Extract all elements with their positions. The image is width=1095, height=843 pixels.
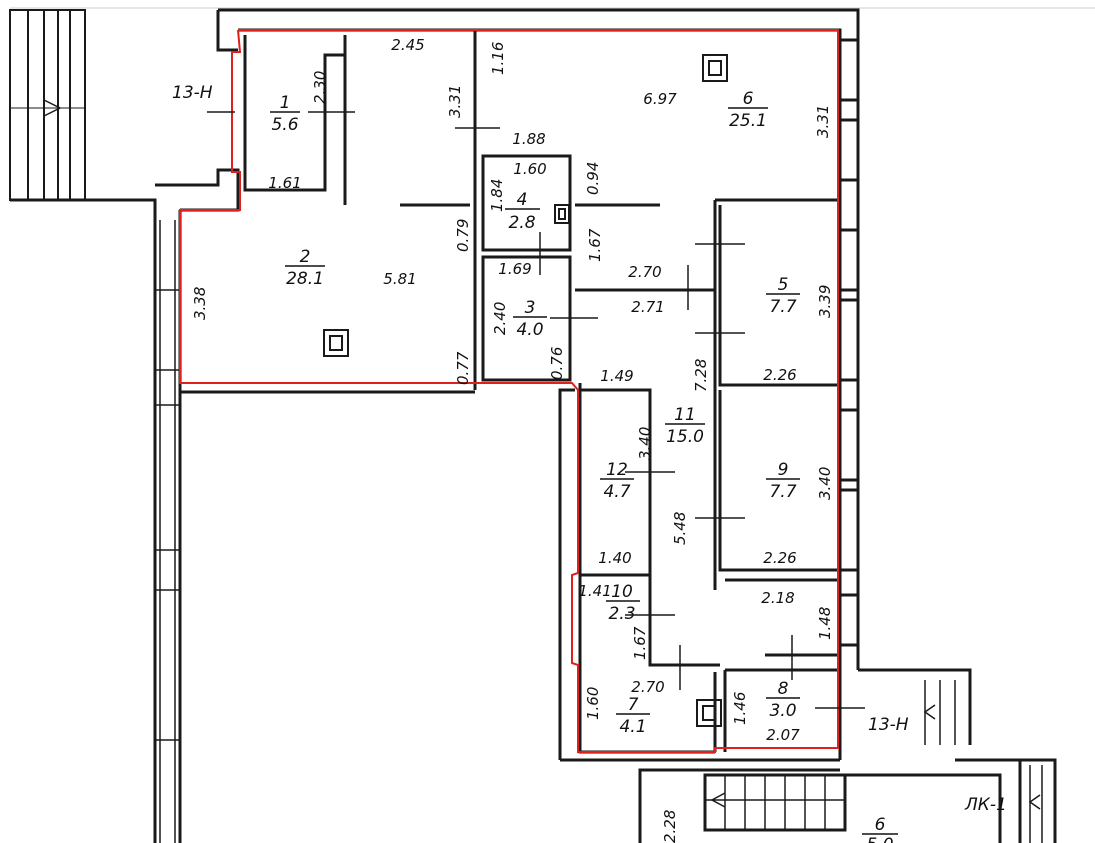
dim-697: 6.97 — [643, 90, 677, 108]
unit-boundary — [179, 29, 839, 753]
dim-228: 2.28 — [661, 810, 679, 843]
room-10-area: 2.3 — [608, 604, 635, 624]
dim-077: 0.77 — [454, 351, 472, 385]
dim-160b: 1.60 — [584, 687, 602, 720]
dim-270b: 2.70 — [631, 678, 664, 696]
dim-149: 1.49 — [600, 367, 633, 385]
room-6-number: 6 — [743, 89, 754, 109]
room-8-area: 3.0 — [769, 701, 796, 721]
room-6b-number: 6 — [875, 815, 886, 835]
dim-140: 1.40 — [598, 549, 631, 567]
dim-245: 2.45 — [391, 36, 424, 54]
dim-141: 1.41 — [578, 582, 611, 600]
dim-094: 0.94 — [584, 162, 602, 195]
unit-label-bottom-right: 13-Н — [868, 715, 909, 735]
bottom-staircase — [705, 680, 1043, 843]
room-11-area: 15.0 — [666, 427, 704, 447]
vent-icons — [323, 54, 728, 727]
unit-label-top-left: 13-Н — [172, 83, 213, 103]
room-1-number: 1 — [280, 93, 291, 113]
room-11-number: 11 — [674, 405, 696, 425]
room-2-number: 2 — [300, 247, 311, 267]
room-10-number: 10 — [611, 582, 633, 602]
room-4-number: 4 — [517, 190, 528, 210]
dim-184: 1.84 — [488, 179, 506, 212]
dim-581: 5.81 — [383, 270, 416, 288]
dim-270a: 2.70 — [628, 263, 661, 281]
dim-079: 0.79 — [454, 219, 472, 252]
dim-146: 1.46 — [731, 692, 749, 725]
room-12-area: 4.7 — [603, 482, 630, 502]
dim-226a: 2.26 — [763, 366, 796, 384]
room-6b-area: 5.0 — [866, 835, 893, 843]
stair-label: ЛК-1 — [964, 795, 1007, 815]
room-8-number: 8 — [778, 679, 789, 699]
door-marks — [207, 111, 865, 709]
dim-167a: 1.67 — [586, 228, 604, 262]
walls — [10, 7, 1095, 843]
left-window-strips — [155, 220, 180, 843]
room-3-number: 3 — [525, 298, 536, 318]
dim-331a: 3.31 — [446, 85, 464, 118]
dim-271: 2.71 — [631, 298, 664, 316]
dim-076: 0.76 — [548, 347, 566, 380]
dim-728: 7.28 — [692, 359, 710, 392]
room-2-area: 28.1 — [286, 269, 324, 289]
dim-340b: 3.40 — [816, 467, 834, 500]
dim-331b: 3.31 — [814, 105, 832, 138]
dim-161: 1.61 — [268, 174, 301, 192]
dim-167b: 1.67 — [631, 626, 649, 660]
dim-338: 3.38 — [191, 287, 209, 320]
room-3-area: 4.0 — [516, 320, 543, 340]
unit-labels: 13-Н 13-Н ЛК-1 — [172, 83, 1007, 815]
room-6-area: 25.1 — [729, 111, 767, 131]
room-7-area: 4.1 — [619, 717, 646, 737]
dim-548: 5.48 — [671, 512, 689, 545]
dimension-labels: 2.45 1.16 2.30 3.31 1.88 6.97 3.31 1.61 … — [191, 36, 834, 843]
dim-207: 2.07 — [766, 726, 800, 744]
dim-339: 3.39 — [816, 285, 834, 318]
dim-188: 1.88 — [512, 130, 545, 148]
dim-218: 2.18 — [761, 589, 794, 607]
room-labels: 1 5.6 2 28.1 3 4.0 4 2.8 5 7.7 6 25.1 7 … — [270, 89, 898, 843]
room-7-number: 7 — [628, 695, 639, 715]
dim-116: 1.16 — [489, 42, 507, 75]
room-12-number: 12 — [606, 460, 628, 480]
room-4-area: 2.8 — [508, 213, 535, 233]
dim-230: 2.30 — [311, 71, 329, 104]
dim-169: 1.69 — [498, 260, 531, 278]
dim-240: 2.40 — [491, 302, 509, 335]
dim-340a: 3.40 — [636, 427, 654, 460]
room-5-area: 7.7 — [769, 297, 796, 317]
dim-160a: 1.60 — [513, 160, 546, 178]
dim-148: 1.48 — [816, 607, 834, 640]
room-1-area: 5.6 — [271, 115, 298, 135]
dim-226b: 2.26 — [763, 549, 796, 567]
room-5-number: 5 — [778, 275, 789, 295]
room-9-number: 9 — [778, 460, 789, 480]
room-9-area: 7.7 — [769, 482, 796, 502]
